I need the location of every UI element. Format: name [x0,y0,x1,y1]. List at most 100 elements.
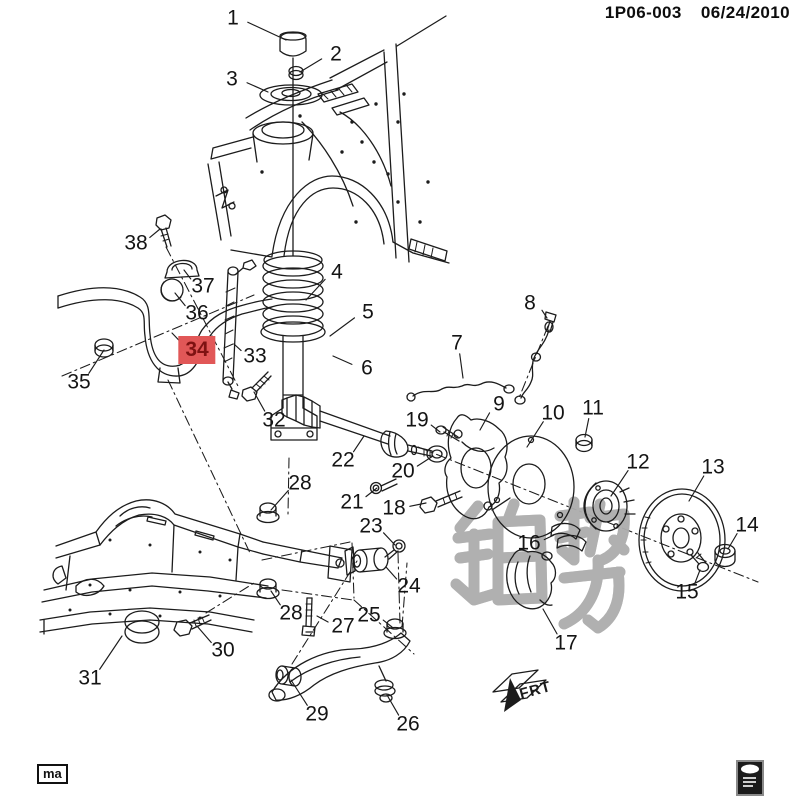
bolt-part15 [690,552,710,573]
centerlines [61,246,759,665]
callout-9: 9 [493,392,505,416]
leader-line-4 [305,278,326,301]
spring-seat-part3 [259,84,323,106]
leader-line-1 [247,21,287,41]
bolt-part32 [241,371,272,402]
callout-15: 15 [675,580,699,604]
leader-line-32 [253,391,266,412]
splash-shield-part10 [487,435,575,539]
brake-pads-part16 [550,522,587,552]
leader-line-9 [479,412,491,431]
leader-line-24 [385,566,398,580]
bolt-part23 [384,539,406,560]
sensor-bolt-part8 [544,311,557,333]
brake-rotor-part13 [638,488,726,592]
drive-axle-part22 [281,394,433,458]
callout-6: 6 [361,356,373,380]
callout-33: 33 [243,344,267,368]
leader-line-23 [382,532,396,546]
bolt-part27 [301,597,316,637]
leader-line-35 [88,349,105,374]
bolt-part21 [369,478,398,495]
nut-part35 [94,338,114,358]
callout-4: 4 [331,260,343,284]
callout-7: 7 [451,331,463,355]
watermark [450,496,624,634]
callout-26: 26 [396,712,420,736]
gm-stamp-icon [736,760,764,796]
leader-line-16 [543,534,555,541]
strut-mount-cap-part1 [279,31,307,57]
axle-nut-part14 [714,543,736,568]
nut-part25 [383,618,407,640]
leader-line-28 [270,590,281,606]
bolt-part19 [435,425,460,442]
leader-line-27 [316,615,329,623]
nut-part28-lower [256,578,280,600]
stabilizer-bar-part34 [57,287,273,384]
callout-2: 2 [330,42,342,66]
vehicle-body-wireframe [207,15,450,264]
leader-line-29 [290,679,308,706]
leader-line-25 [382,619,393,628]
leader-line-19 [430,424,441,433]
callout-28: 28 [279,601,303,625]
callout-20: 20 [391,459,415,483]
callout-31: 31 [78,666,102,690]
callout-22: 22 [331,448,355,472]
callout-36: 36 [185,301,209,325]
speed-sensor-part7 [406,321,554,405]
subframe-part31 [39,499,353,644]
hub-bearing-part12 [583,480,636,532]
leader-line-21 [365,487,378,498]
control-arm-part26 [268,632,411,703]
leader-line-37 [183,269,192,280]
nut-part2 [288,65,304,81]
nut-part11 [575,433,593,453]
leader-line-26 [386,694,400,716]
drawing-date: 06/24/2010 [700,3,790,22]
strut-assembly [259,31,326,441]
callout-5: 5 [362,300,374,324]
frt-arrow-icon [504,678,521,712]
callout-11: 11 [582,396,604,420]
callout-10: 10 [541,401,565,425]
coil-spring-part4 [260,250,326,343]
callout-34-highlighted: 34 [178,336,216,364]
callout-24: 24 [397,574,421,598]
drawing-number: 1P06-003 [604,3,682,22]
nut-part28-upper [256,502,280,524]
bushing-part29 [275,665,302,687]
callout-28: 28 [288,471,312,495]
bolt-part18 [419,490,463,514]
callout-25: 25 [357,603,381,627]
bar-bushing-part36 [160,278,184,302]
leader-line-14 [727,533,738,550]
callout-14: 14 [735,513,759,537]
callout-12: 12 [626,450,650,474]
callout-leader-lines [88,21,738,716]
stabilizer-link-part33 [222,259,257,400]
leader-line-30 [196,625,212,644]
leader-line-13 [688,475,705,502]
callout-13: 13 [701,455,725,479]
callout-38: 38 [124,231,148,255]
callout-18: 18 [382,496,406,520]
leader-line-22 [352,435,365,453]
callout-27: 27 [331,614,355,638]
callout-29: 29 [305,702,329,726]
leader-line-15 [694,569,701,584]
frt-direction-marker: FRT [492,669,553,712]
callout-8: 8 [524,291,536,315]
leader-line-12 [610,470,629,497]
corner-stamp-ma: ma [37,764,68,784]
bar-clamp-part37 [164,259,200,279]
callout-16: 16 [517,531,541,555]
leader-line-2 [299,58,323,73]
leader-line-38 [149,228,161,239]
callout-37: 37 [191,274,215,298]
callout-35: 35 [67,370,91,394]
leader-line-5 [329,317,356,337]
callout-30: 30 [211,638,235,662]
